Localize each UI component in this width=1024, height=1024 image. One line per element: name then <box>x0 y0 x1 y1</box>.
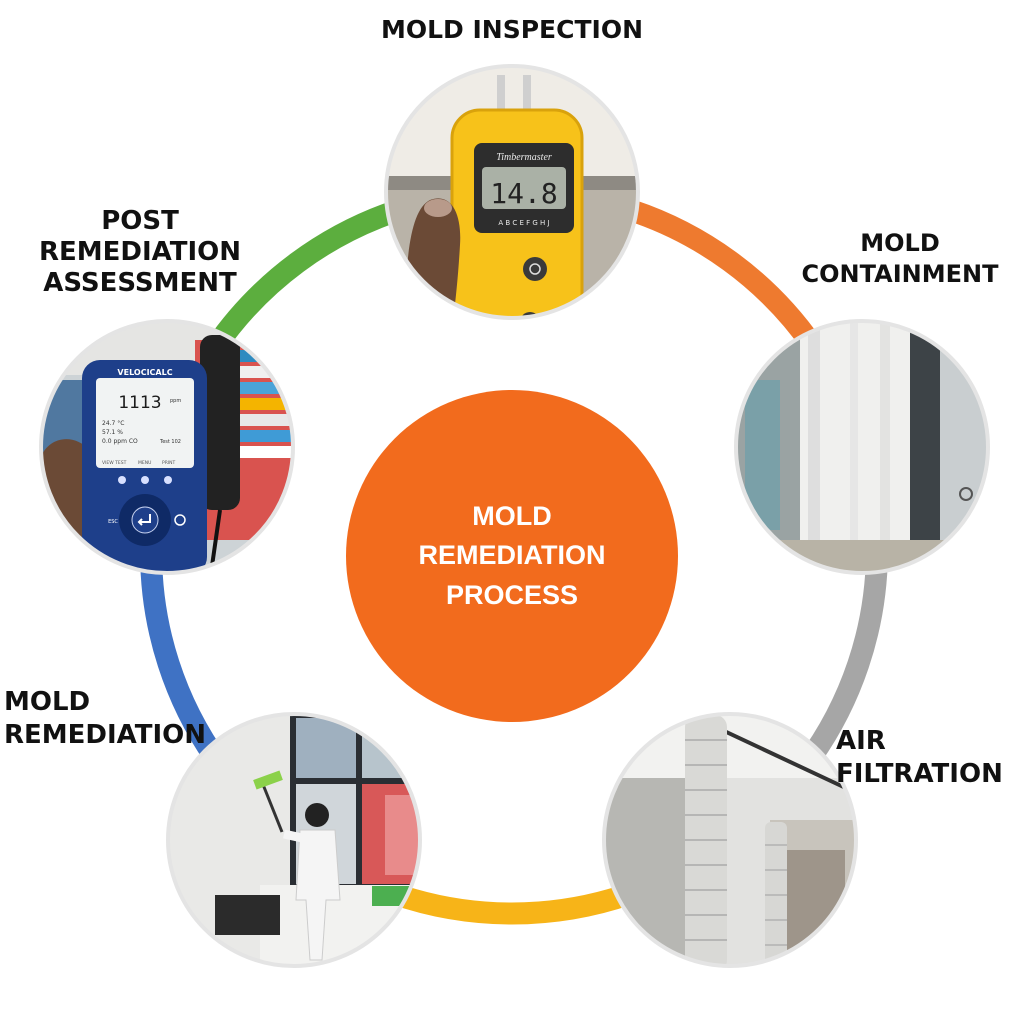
velocicalc-test: Test 102 <box>159 439 181 445</box>
velocicalc-temp: 24.7 °C <box>102 420 124 427</box>
label-post-remediation-line-1: POST <box>101 206 179 236</box>
center-title: MOLD REMEDIATION PROCESS <box>346 398 678 714</box>
meter-reading: 14.8 <box>490 177 557 210</box>
label-post-remediation-line-3: ASSESSMENT <box>43 268 237 299</box>
velocicalc-brand: VELOCICALC <box>117 368 172 377</box>
label-mold-remediation-line-1: MOLD <box>4 687 91 717</box>
label-post-remediation-assessment: POST REMEDIATION ASSESSMENT <box>32 206 248 300</box>
center-disc <box>346 390 678 722</box>
meter-scale: A B C E F G H J <box>498 219 549 227</box>
velocicalc-esc: ESC <box>108 519 118 525</box>
air-quality-meter-photo: VELOCICALC 1113 ppm 24.7 °C 57.1 % 0.0 p… <box>41 321 293 573</box>
label-post-remediation-line-2: REMEDIATION <box>38 237 242 268</box>
plastic-sheeting-containment-photo <box>736 321 988 573</box>
velocicalc-unit: ppm <box>170 398 181 404</box>
label-mold-remediation: MOLD REMEDIATION <box>4 686 206 753</box>
velocicalc-reading: 1113 <box>118 393 161 413</box>
enter-icon <box>131 506 159 534</box>
velocicalc-rh: 57.1 % <box>102 429 123 436</box>
center-title-line-3: PROCESS <box>445 579 579 610</box>
label-mold-remediation-line-2: REMEDIATION <box>4 720 207 751</box>
power-button-icon <box>523 257 547 281</box>
label-mold-inspection-line-1: MOLD INSPECTION <box>380 15 644 44</box>
moisture-meter-photo: Timbermaster 14.8 A B C E F G H J <box>386 66 638 318</box>
label-mold-containment: MOLD CONTAINMENT <box>790 228 1010 289</box>
label-air-filtration: AIR FILTRATION <box>836 725 1003 792</box>
center-title-line-1: MOLD <box>472 501 552 532</box>
velocicalc-soft2: MENU <box>138 460 151 466</box>
center-title-line-2: REMEDIATION <box>418 540 606 571</box>
velocicalc-soft1: VIEW TEST <box>102 460 127 466</box>
worker-cleaning-photo <box>168 714 420 966</box>
label-mold-inspection: MOLD INSPECTION <box>0 14 1024 46</box>
velocicalc-co: 0.0 ppm CO <box>102 438 138 445</box>
label-mold-containment-line-2: CONTAINMENT <box>801 259 999 288</box>
power-icon <box>174 514 186 526</box>
label-air-filtration-line-2: FILTRATION <box>836 759 1003 790</box>
label-air-filtration-line-1: AIR <box>836 726 886 756</box>
meter-brand: Timbermaster <box>496 152 552 163</box>
velocicalc-soft3: PRINT <box>162 460 176 466</box>
label-mold-containment-line-1: MOLD <box>860 229 940 257</box>
